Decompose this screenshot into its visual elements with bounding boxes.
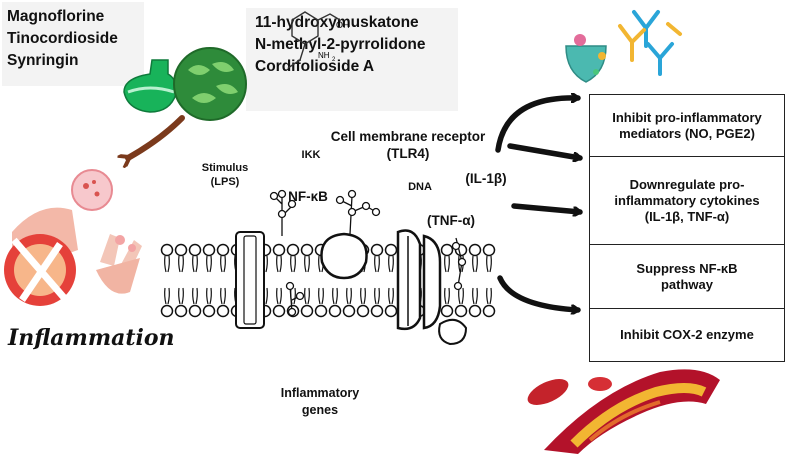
hydroxyl-label: OH xyxy=(336,20,350,30)
compound-list-left: Magnoflorine Tinocordioside Synringin xyxy=(7,6,118,72)
ikk-label: IKK xyxy=(301,149,321,161)
amine-label: NH xyxy=(318,51,330,60)
effect-cox2: Inhibit COX-2 enzyme xyxy=(590,309,784,361)
genes-text: Inflammatory xyxy=(280,386,360,400)
amine-subscript: 2 xyxy=(332,57,336,63)
glycan-chains xyxy=(269,189,467,317)
effect-cytokines: Downregulate pro- inflammatory cytokines… xyxy=(590,157,784,245)
effect-text: pathway xyxy=(660,276,713,292)
effect-text: (IL-1β, TNF-α) xyxy=(644,208,730,224)
compound-name: Synringin xyxy=(7,52,79,69)
compound-name: Cordifolioside A xyxy=(255,58,375,75)
plant-to-inflammation-arrow xyxy=(128,115,185,158)
arrow-to-mediators xyxy=(495,98,581,153)
arrow-to-nfkb xyxy=(497,275,581,310)
effect-text: inflammatory cytokines xyxy=(614,192,760,208)
effect-text: Suppress NF-κB xyxy=(636,260,738,276)
effect-text: Inhibit pro-inflammatory xyxy=(612,109,762,125)
stimulus-text: Stimulus xyxy=(201,162,249,174)
stimulus-agent: (LPS) xyxy=(210,176,240,188)
blood-vessel-icon xyxy=(527,369,720,454)
arrow-to-cytokines-lower xyxy=(511,203,583,212)
antibody-shield-icon xyxy=(565,10,682,83)
effect-text: Inhibit COX-2 enzyme xyxy=(620,327,754,342)
genes-label: Inflammatory genes xyxy=(272,385,368,419)
nfkb-label: NF-κB xyxy=(288,189,328,204)
receptor-name: (TLR4) xyxy=(386,146,430,161)
genes-text: genes xyxy=(301,403,339,417)
compound-name: Tinocordioside xyxy=(7,30,118,47)
inflammation-title: Inflammation xyxy=(8,325,175,351)
compound-panel-right xyxy=(246,8,458,111)
inflamed-joint-icon xyxy=(4,169,142,306)
effect-text: mediators (NO, PGE2) xyxy=(619,125,755,141)
receptor-proteins xyxy=(235,229,468,346)
effect-nfkb: Suppress NF-κB pathway xyxy=(590,245,784,309)
compound-name: Magnoflorine xyxy=(7,8,105,25)
stimulus-label: Stimulus (LPS) xyxy=(193,161,257,189)
il1b-label: (IL-1β) xyxy=(465,171,507,186)
receptor-text: Cell membrane receptor xyxy=(330,129,486,144)
effect-text: Downregulate pro- xyxy=(629,176,745,192)
receptor-label: Cell membrane receptor (TLR4) xyxy=(318,128,498,162)
effects-box: Inhibit pro-inflammatory mediators (NO, … xyxy=(589,94,785,362)
compound-panel-left xyxy=(2,2,144,86)
effect-mediators: Inhibit pro-inflammatory mediators (NO, … xyxy=(590,95,784,157)
plant-extract-icon: OH NH 2 xyxy=(123,11,350,121)
dna-label: DNA xyxy=(408,181,432,193)
arrow-to-cytokines xyxy=(507,143,583,158)
tnfa-label: (TNF-α) xyxy=(426,213,476,228)
